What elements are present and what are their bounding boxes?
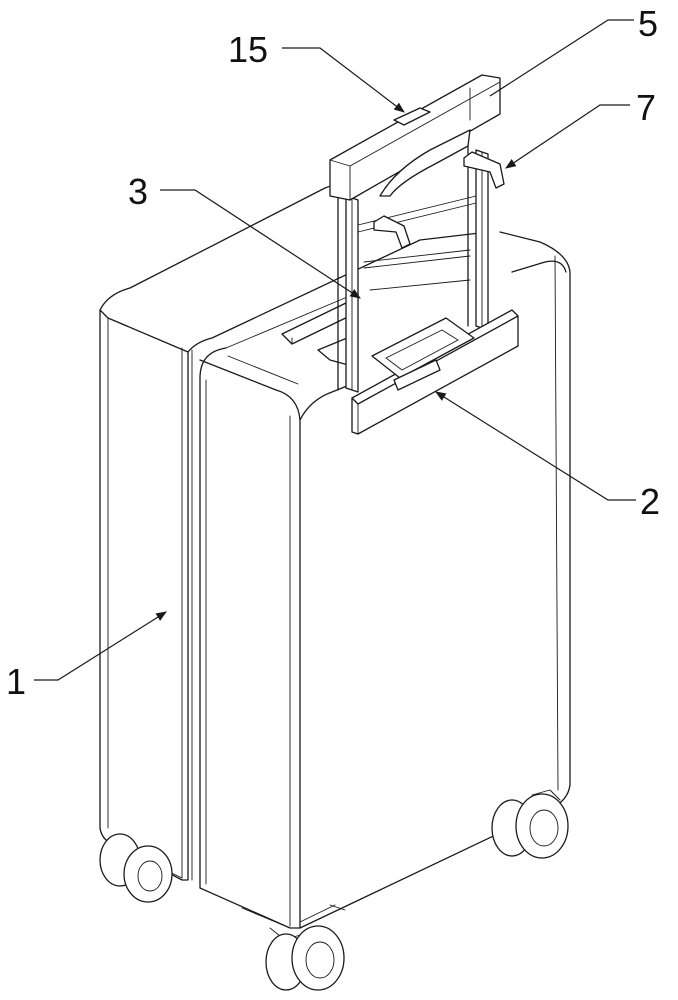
top-handle-grip [329,74,501,201]
leader-lines [34,19,636,681]
label-1: 1 [6,661,26,702]
label-2: 2 [640,481,660,522]
telescopic-handle [337,145,489,393]
hook-clips [373,151,505,249]
label-5: 5 [638,3,658,44]
wheel-back-right [491,789,569,859]
label-7: 7 [636,87,656,128]
reference-numerals: 15 5 7 3 2 1 [6,3,660,702]
wheel-back-left [99,833,173,903]
wheel-right-bracket [329,904,346,911]
label-3: 3 [128,171,148,212]
support-tray [351,309,519,435]
wheel-front-left [265,925,345,991]
label-15: 15 [228,29,268,70]
